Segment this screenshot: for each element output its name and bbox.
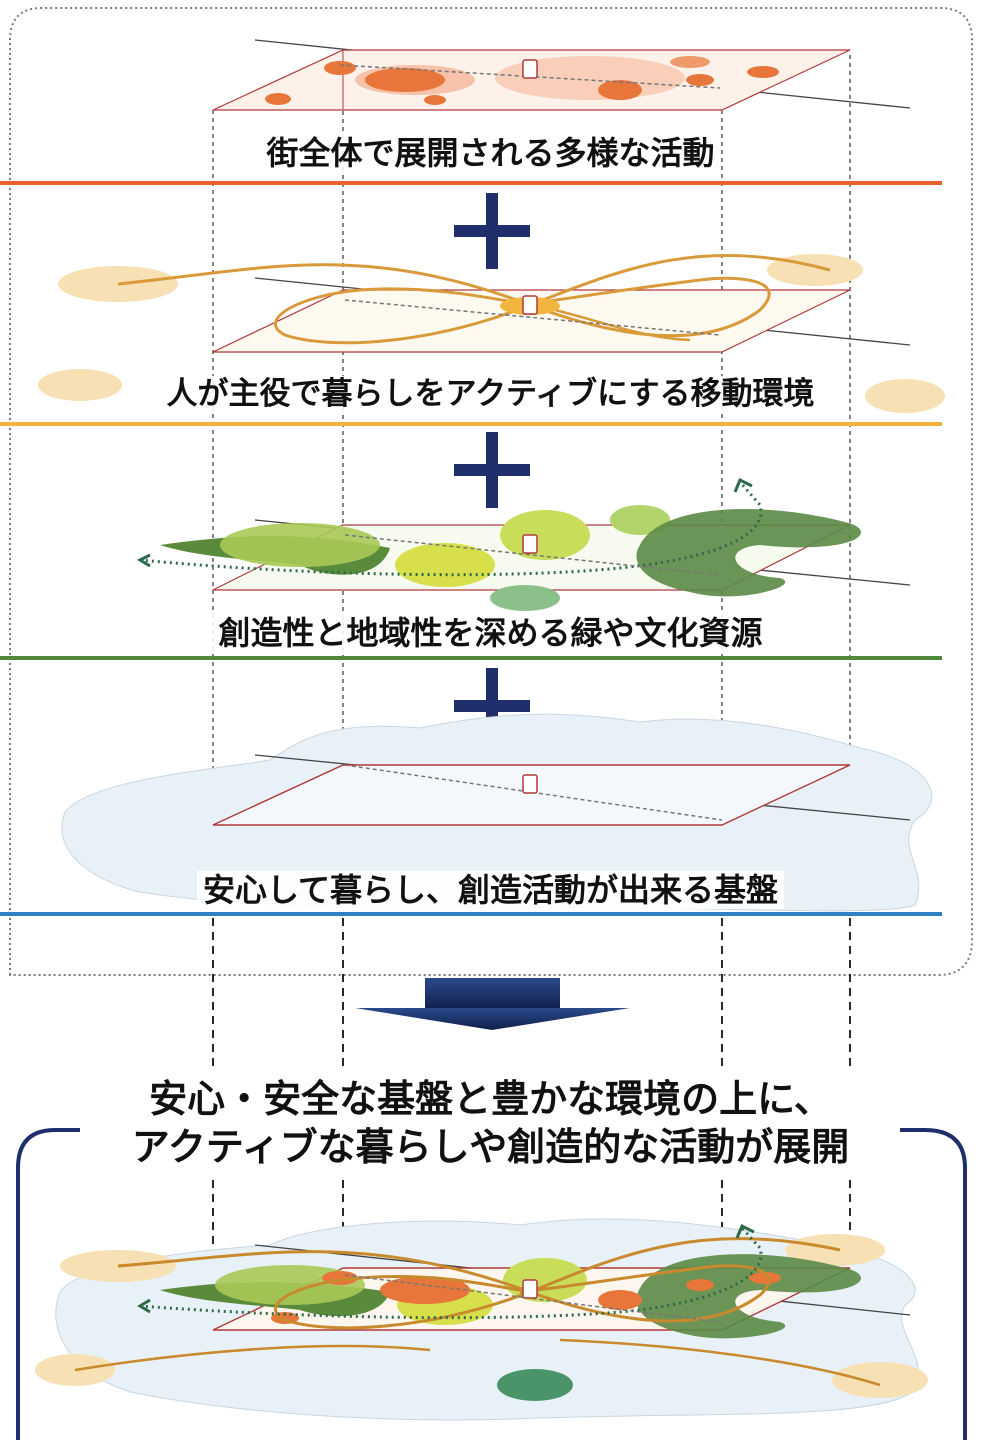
summary-line-1: 安心・安全な基盤と豊かな環境の上に、 [149,1077,832,1121]
plus-icon [454,432,530,508]
bottom-frame [16,1128,967,1440]
top-frame [9,7,973,976]
station-icon [522,59,538,79]
station-icon [522,1279,538,1299]
layer-greenery-label: 創造性と地域性を深める緑や文化資源 [0,608,981,654]
layer-base [61,713,933,912]
layer-base-label: 安心して暮らし、創造活動が出来る基盤 [0,865,981,911]
layer-mobility [38,254,945,413]
station-icon [522,295,538,315]
composite-plane [35,1218,928,1421]
summary-heading: 安心・安全な基盤と豊かな環境の上に、 アクティブな暮らしや創造的な活動が展開 [0,1075,981,1171]
summary-line-2: アクティブな暮らしや創造的な活動が展開 [131,1125,850,1169]
layer-greenery [136,477,911,611]
station-icon [522,774,538,794]
plus-icon [454,193,530,269]
down-arrow-icon [355,978,630,1030]
station-icon [522,534,538,554]
layer-activities [212,39,911,111]
layer-mobility-label: 人が主役で暮らしをアクティブにする移動環境 [0,368,981,413]
layer-activities-label: 街全体で展開される多様な活動 [0,128,981,174]
